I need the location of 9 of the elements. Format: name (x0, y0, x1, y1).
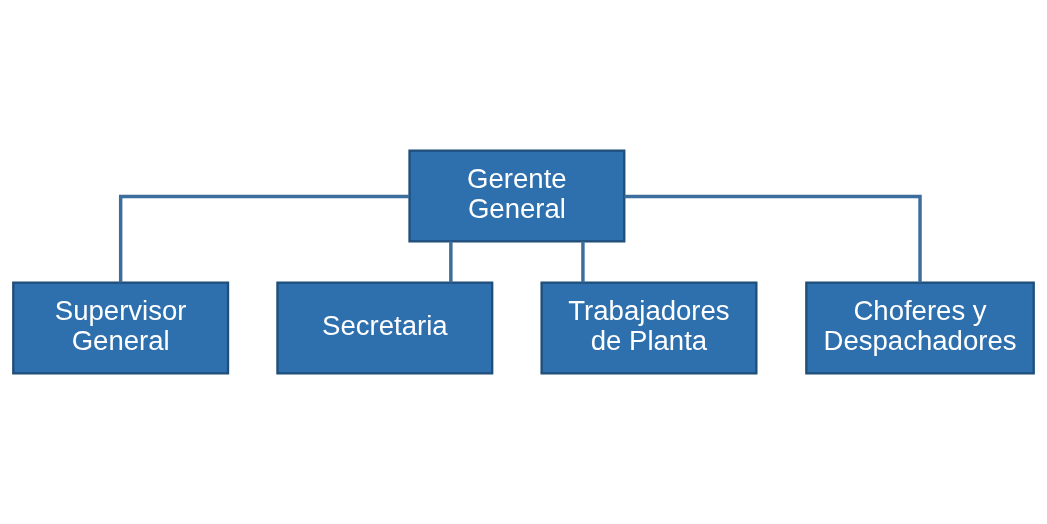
connector (118, 194, 410, 283)
node-box: Choferes y Despachadores (805, 281, 1035, 375)
connector (449, 241, 453, 283)
connector (624, 194, 922, 283)
connector (581, 241, 585, 283)
node-box: Secretaria (276, 281, 494, 375)
node-box: Gerente General (408, 149, 626, 243)
node-box: Trabajadores de Planta (540, 281, 758, 375)
node-box: Supervisor General (12, 281, 230, 375)
